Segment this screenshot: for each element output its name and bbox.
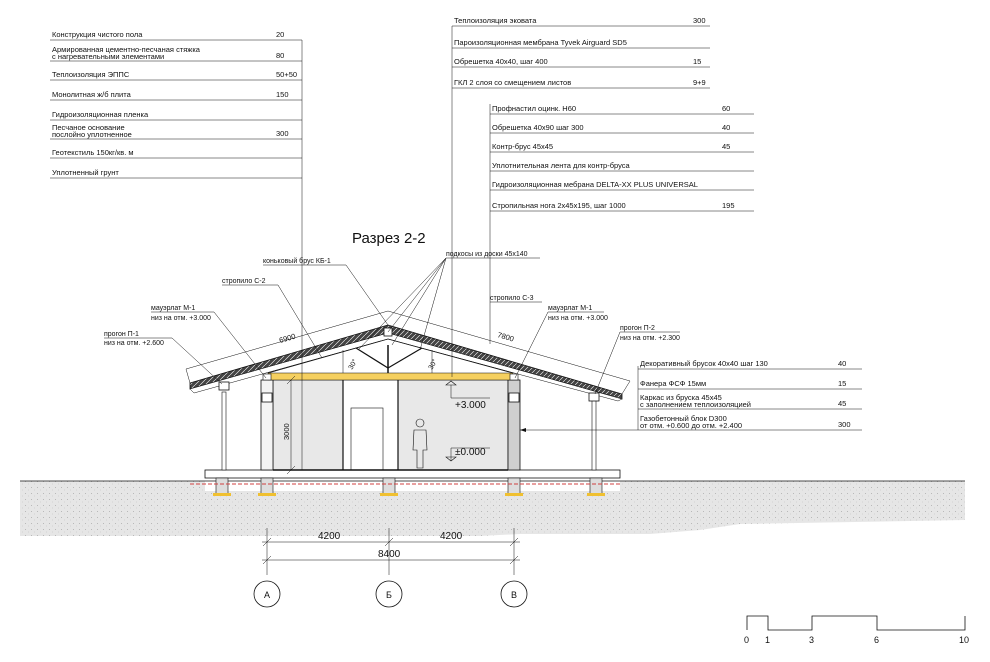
floor-legend-value-5: 300: [276, 129, 289, 138]
roof-legend-label-1: Обрешетка 40х90 шаг 300: [492, 123, 584, 132]
wall-legend-label2-3: от отм. +0.600 до отм. +2.400: [640, 421, 742, 430]
wall-legend-value-1: 15: [838, 379, 846, 388]
scale-6: 6: [874, 635, 879, 645]
floor-legend-label-4: Гидроизоляционная пленка: [52, 110, 149, 119]
wall-legend-label-1: Фанера ФСФ 15мм: [640, 379, 706, 388]
ceiling-legend-value-3: 9+9: [693, 78, 706, 87]
purlin-right-sub: низ на отм. +2.300: [620, 335, 680, 342]
left-slope-dimension: 6900: [278, 332, 297, 345]
callouts: коньковый брус КБ-1 подкосы из доски 45х…: [104, 251, 680, 395]
ceiling-legend-value-2: 15: [693, 57, 701, 66]
drawing-title: Разрез 2-2: [352, 230, 426, 247]
wall-legend-value-2: 45: [838, 399, 846, 408]
struts-callout: подкосы из доски 45х140: [446, 251, 528, 258]
wall-legend-label-0: Декоративный брусок 40х40 шаг 130: [640, 359, 768, 368]
ground: [20, 480, 965, 536]
roof-legend-label-0: Профнастил оцинк. Н60: [492, 104, 576, 113]
span-right-label: 4200: [440, 531, 463, 542]
roof-legend-value-0: 60: [722, 104, 730, 113]
floor-legend-label-2: Теплоизоляция ЭППС: [52, 70, 130, 79]
mauerlat-left-callout: мауэрлат М-1: [151, 305, 195, 312]
floor-legend-label2-5: послойно уплотненное: [52, 130, 132, 139]
roof-legend-label-2: Контр-брус 45х45: [492, 142, 553, 151]
axis-v: В: [511, 590, 517, 600]
floor-legend-label-6: Геотекстиль 150кг/кв. м: [52, 148, 134, 157]
ceiling-legend-label-2: Обрешетка 40х40, шаг 400: [454, 57, 548, 66]
scale-10: 10: [959, 635, 969, 645]
ceiling-legend-value-0: 300: [693, 16, 706, 25]
axis-markers: А Б В: [253, 580, 528, 608]
ceiling-legend-label-0: Теплоизоляция эковата: [454, 16, 537, 25]
building-body: [221, 379, 597, 471]
scale-1: 1: [765, 635, 770, 645]
level-zero: ±0.000: [455, 447, 486, 458]
level-marks: +3.000 ±0.000: [445, 380, 490, 462]
floor-legend-value-0: 20: [276, 30, 284, 39]
ceiling-legend-label-1: Пароизоляционная мембрана Tyvek Airguard…: [454, 38, 627, 47]
scale-3: 3: [809, 635, 814, 645]
ceiling-legend-label-3: ГКЛ 2 слоя со смещением листов: [454, 78, 571, 87]
purlin-left-callout: прогон П-1: [104, 331, 139, 338]
wall-legend-label-3: Газобетонный блок D300: [640, 414, 727, 423]
ridge-callout: коньковый брус КБ-1: [263, 257, 331, 265]
floor-legend-value-3: 150: [276, 90, 289, 99]
wall-legend-label2-2: с заполнением теплоизоляцией: [640, 400, 751, 409]
rafter-c2-callout: стропило С-2: [222, 278, 266, 285]
span-total-label: 8400: [378, 549, 401, 560]
roof-legend-label-5: Стропильная нога 2х45х195, шаг 1000: [492, 201, 626, 210]
floor-legend-label-5: Песчаное основание: [52, 123, 125, 132]
roof-legend-label-4: Гидроизоляционная мебрана DELTA-XX PLUS …: [492, 180, 698, 189]
rafter-c3-callout: стропило С-3: [490, 295, 534, 302]
axis-b: Б: [386, 590, 392, 600]
mauerlat-right-callout: мауэрлат М-1: [548, 305, 592, 312]
floor-legend-label2-1: с нагревательными элементами: [52, 52, 164, 61]
angle-left-label: 30°: [347, 358, 359, 371]
ceiling-insulation: [267, 372, 514, 381]
legend-leaders: [301, 26, 639, 470]
angle-right-label: 30°: [427, 358, 439, 371]
roof-legend-value-1: 40: [722, 123, 730, 132]
purlin-left-sub: низ на отм. +2.600: [104, 340, 164, 347]
height-dimension-label: 3000: [282, 423, 291, 440]
axis-a: А: [264, 590, 270, 600]
floor-legend-value-2: 50+50: [276, 70, 297, 79]
scale-0: 0: [744, 635, 749, 645]
wall-legend-label-2: Каркас из бруска 45х45: [640, 393, 722, 402]
mauerlat-right-sub: низ на отм. +3.000: [548, 315, 608, 322]
height-dimension: 3000: [282, 375, 296, 475]
right-slope-dimension: 7800: [496, 330, 515, 343]
wall-legend-value-0: 40: [838, 359, 846, 368]
roof-legend-value-2: 45: [722, 142, 730, 151]
floor-legend-label-0: Конструкция чистого пола: [52, 30, 143, 39]
scale-bar: 0 1 3 6 10: [744, 615, 969, 645]
wall-legend: Декоративный брусок 40х40 шаг 130 40Фанер…: [638, 359, 862, 431]
purlin-right-callout: прогон П-2: [620, 325, 655, 332]
floor-legend-label-1: Армированная цементно-песчаная стяжка: [52, 45, 201, 54]
mauerlat-left-sub: низ на отм. +3.000: [151, 315, 211, 322]
floor-legend-label-3: Монолитная ж/б плита: [52, 90, 132, 99]
floor-legend-value-1: 80: [276, 51, 284, 60]
roof-legend-value-5: 195: [722, 201, 735, 210]
roof-legend-label-3: Уплотнительная лента для контр-бруса: [492, 161, 631, 170]
span-dimensions: 4200 4200 8400: [262, 528, 520, 575]
person-figure: [412, 418, 428, 469]
level-top: +3.000: [455, 400, 486, 411]
ceiling-legend: Теплоизоляция эковата 300Пароизоляционная…: [452, 16, 710, 89]
wall-legend-value-3: 300: [838, 420, 851, 429]
floor-legend-label-7: Уплотненный грунт: [52, 168, 119, 177]
span-left-label: 4200: [318, 531, 341, 542]
